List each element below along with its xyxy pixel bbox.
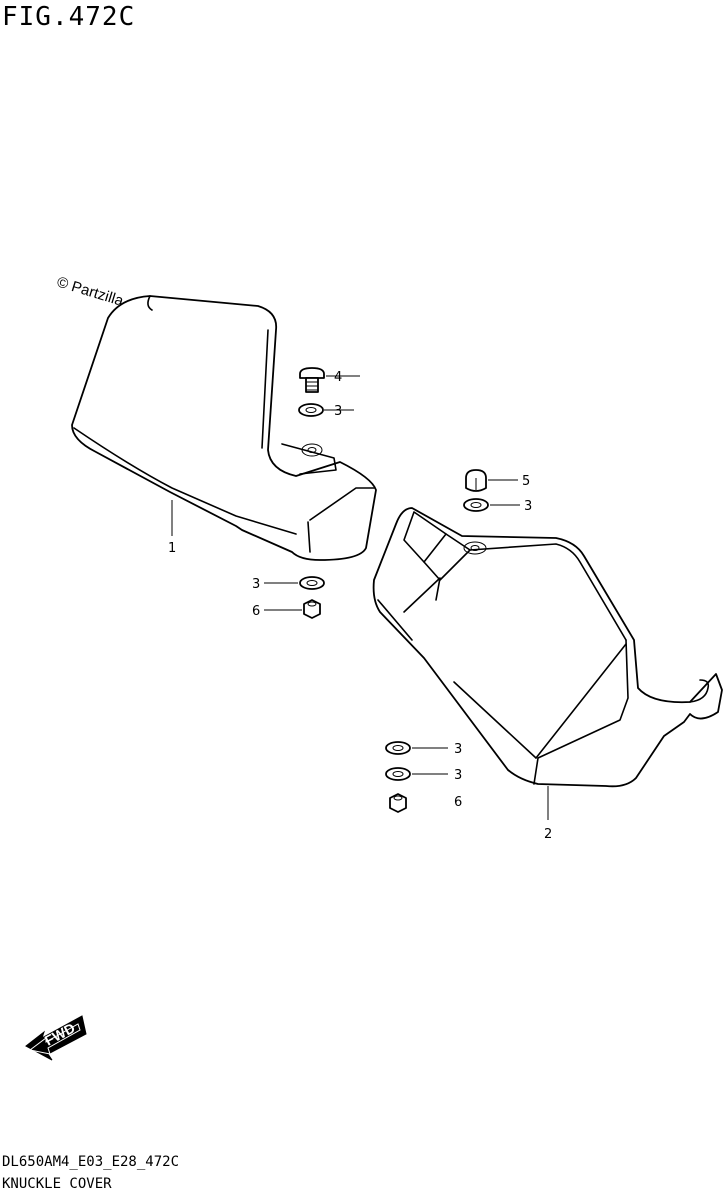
callout-5: 5 (522, 474, 530, 489)
washer-part-3-c[interactable] (299, 576, 325, 590)
callout-3-a: 3 (334, 404, 342, 419)
callout-3-b: 3 (524, 499, 532, 514)
washer-part-3-d[interactable] (385, 741, 411, 755)
callout-3-e: 3 (454, 768, 462, 783)
cap-nut-part-5[interactable] (465, 469, 487, 492)
callout-4: 4 (334, 370, 342, 385)
figure-code: DL650AM4_E03_E28_472C (2, 1154, 180, 1170)
washer-part-3-a[interactable] (298, 403, 324, 417)
figure-name: KNUCKLE COVER (2, 1176, 112, 1192)
nut-part-6-b[interactable] (389, 793, 407, 813)
bolt-part-4[interactable] (299, 367, 325, 393)
fwd-arrow-icon: FWD (25, 1015, 87, 1061)
nut-part-6-a[interactable] (303, 599, 321, 619)
callout-3-d: 3 (454, 742, 462, 757)
callout-2: 2 (544, 827, 552, 842)
callout-6-b: 6 (454, 795, 462, 810)
callout-3-c: 3 (252, 577, 260, 592)
washer-part-3-b[interactable] (463, 498, 489, 512)
washer-part-3-e[interactable] (385, 767, 411, 781)
knuckle-cover-left[interactable] (71, 295, 377, 561)
knuckle-cover-right[interactable] (372, 507, 723, 788)
callout-1: 1 (168, 541, 176, 556)
callout-6-a: 6 (252, 604, 260, 619)
figure-title: FIG.472C (2, 2, 136, 32)
